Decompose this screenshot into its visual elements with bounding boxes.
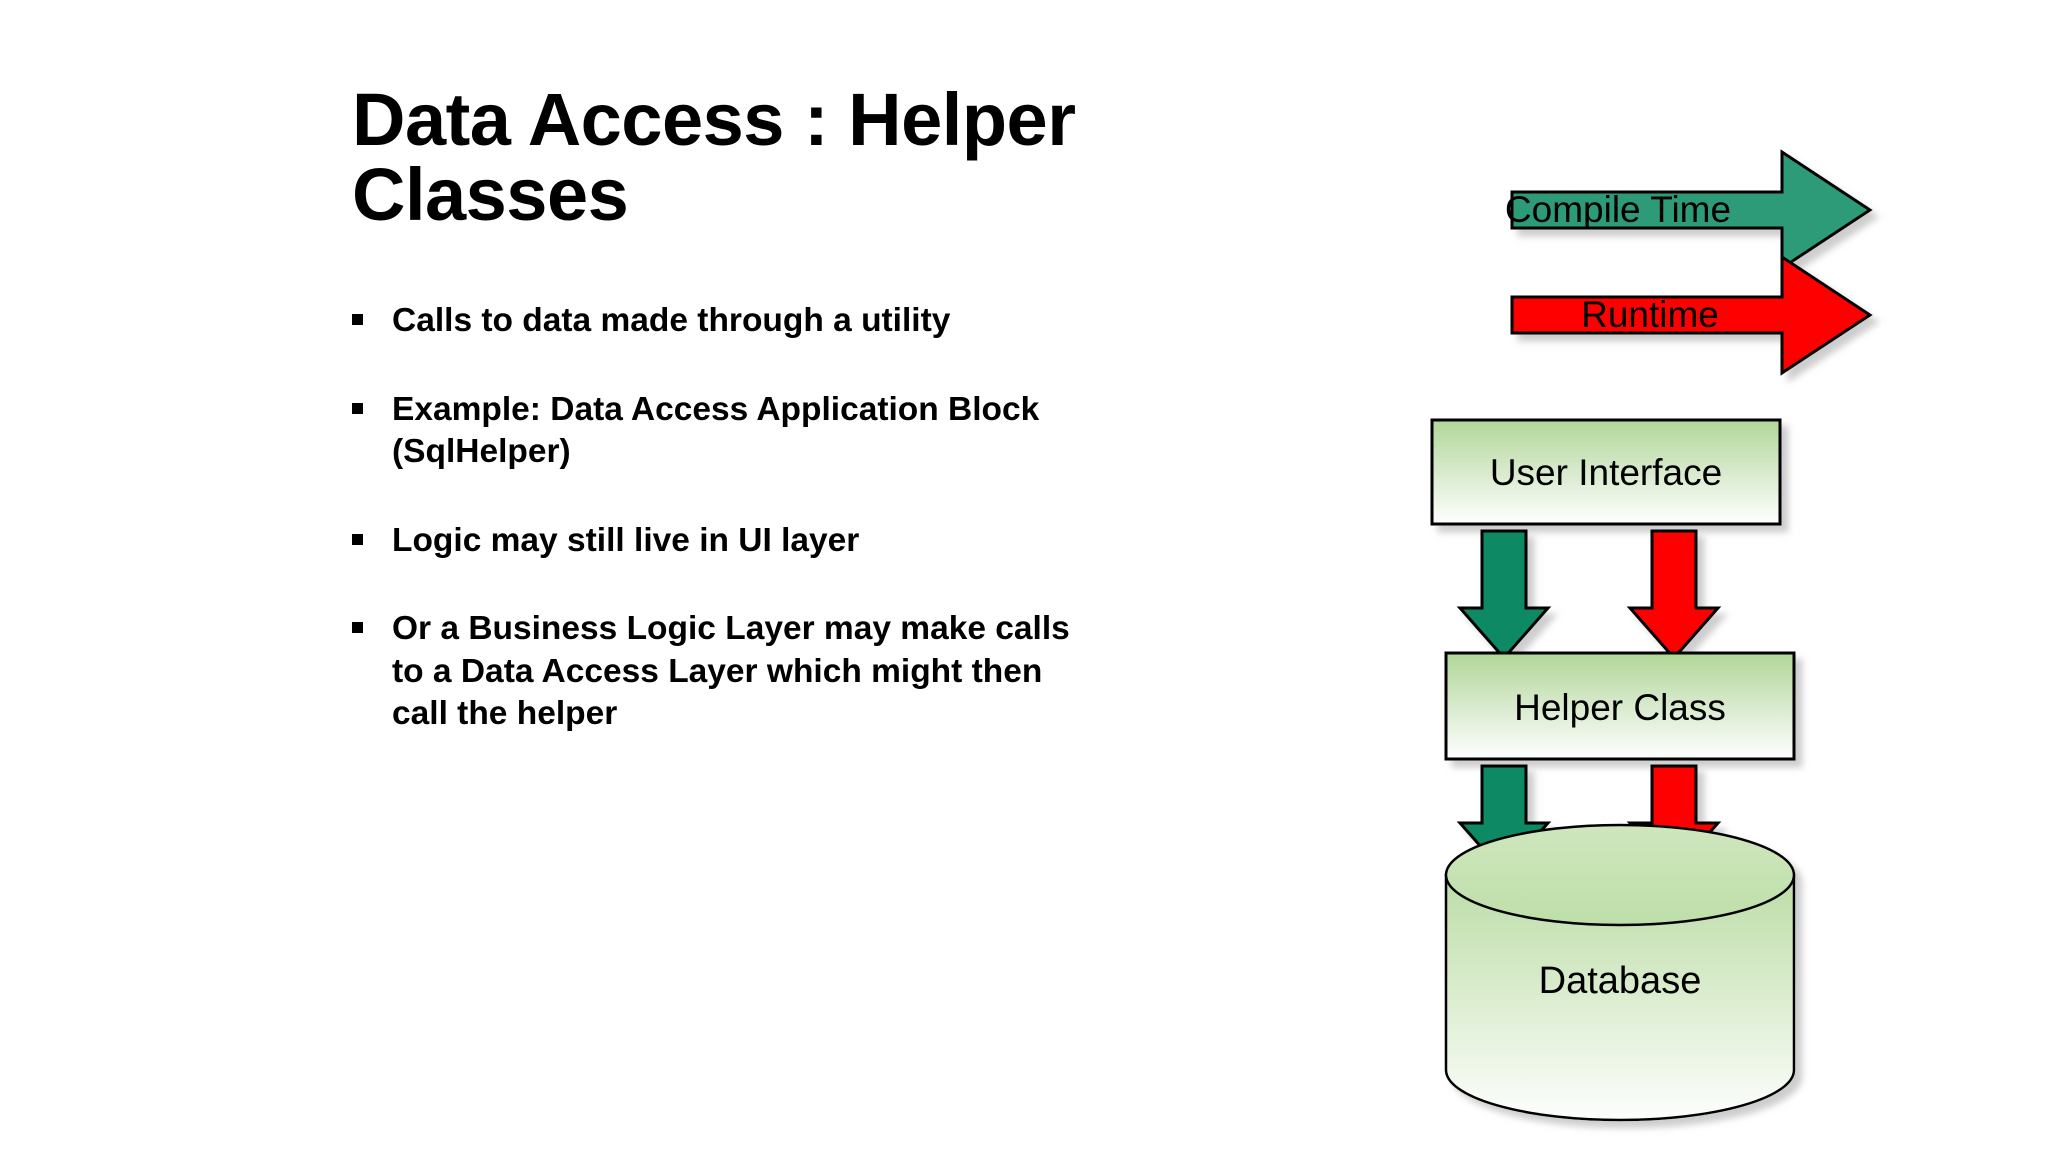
page-title: Data Access : Helper Classes xyxy=(352,77,1076,237)
compile-time-arrow-label: Compile Time xyxy=(1505,189,1731,230)
runtime-arrow xyxy=(1510,254,1873,376)
square-bullet-icon xyxy=(352,402,363,414)
runtime-arrow-label: Runtime xyxy=(1581,294,1719,335)
list-item: Logic may still live in UI layer xyxy=(350,520,1070,563)
layer-label-database: Database xyxy=(1539,960,1702,1002)
list-item: Example: Data Access Application Block (… xyxy=(350,389,1070,474)
layer-label-user-interface: User Interface xyxy=(1490,452,1722,493)
square-bullet-icon xyxy=(352,622,363,634)
list-item-label: Or a Business Logic Layer may make calls… xyxy=(392,610,1070,733)
bullet-list: Calls to data made through a utility Exa… xyxy=(350,300,1070,736)
compile-time-arrow xyxy=(1510,149,1873,271)
layer-label-helper-class: Helper Class xyxy=(1514,687,1726,728)
list-item: Or a Business Logic Layer may make calls… xyxy=(350,608,1070,736)
layer-box-helper-class xyxy=(1444,651,1796,761)
square-bullet-icon xyxy=(352,533,363,545)
square-bullet-icon xyxy=(352,314,363,325)
list-item-label: Calls to data made through a utility xyxy=(392,302,951,339)
architecture-diagram: Compile Time Runtime User Interface Help… xyxy=(1400,149,1900,1150)
flow-arrow-runtime-ui-to-helper xyxy=(1626,529,1722,661)
layer-cylinder-database xyxy=(1444,823,1796,1122)
list-item-label: Logic may still live in UI layer xyxy=(392,521,860,559)
flow-arrow-compile-ui-to-helper xyxy=(1456,529,1552,661)
list-item: Calls to data made through a utility xyxy=(350,300,1070,343)
layer-box-user-interface xyxy=(1430,418,1782,526)
list-item-label: Example: Data Access Application Block (… xyxy=(392,390,1040,471)
